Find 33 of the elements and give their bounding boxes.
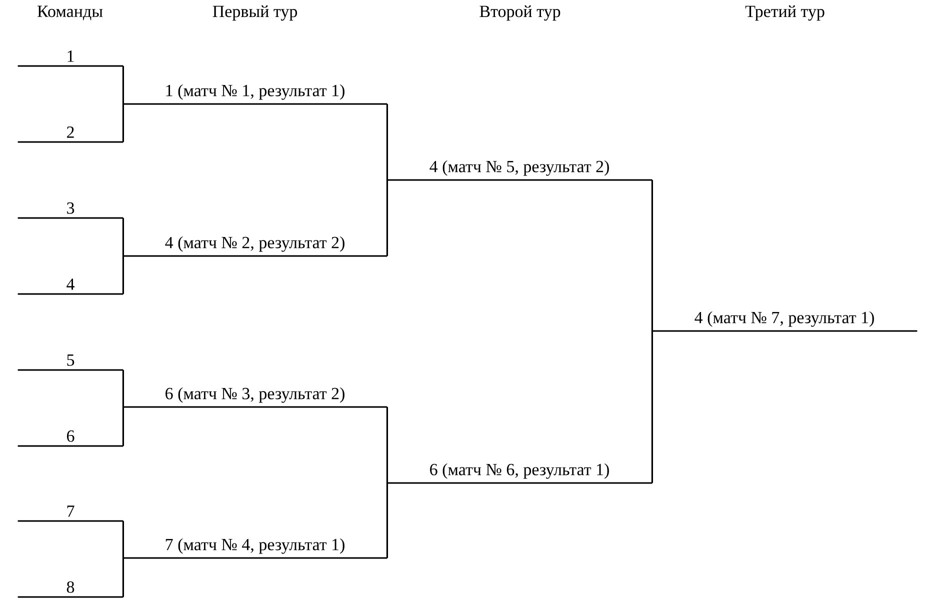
- bracket-connector: [386, 407, 388, 484]
- bracket-connector: [651, 330, 653, 483]
- column-heading: Команды: [37, 6, 103, 20]
- team-slot: 7: [18, 506, 124, 522]
- bracket-connector: [122, 255, 124, 294]
- bracket-connector: [386, 482, 388, 558]
- bracket-connector: [122, 406, 124, 446]
- match-result-slot: 4 (матч № 2, результат 2): [122, 236, 388, 257]
- bracket-connector: [651, 180, 653, 332]
- column-heading: Второй тур: [480, 5, 560, 21]
- match-result-slot: 4 (матч № 7, результат 1): [652, 311, 918, 332]
- column-heading: Первый тур: [212, 5, 297, 21]
- match-result-slot: 6 (матч № 6, результат 1): [386, 463, 652, 484]
- team-slot: 4: [18, 278, 124, 295]
- team-slot: 5: [18, 354, 124, 371]
- bracket-connector: [386, 104, 388, 181]
- match-result-slot: 6 (матч № 3, результат 2): [122, 387, 388, 408]
- team-slot: 2: [18, 126, 124, 143]
- match-result-slot: 7 (матч № 4, результат 1): [122, 538, 388, 559]
- team-slot: 6: [18, 430, 124, 447]
- bracket-connector: [122, 370, 124, 408]
- bracket-connector: [122, 218, 124, 257]
- team-slot: 1: [18, 50, 124, 67]
- bracket-connector: [122, 103, 124, 142]
- match-result-slot: 1 (матч № 1, результат 1): [122, 84, 388, 105]
- column-heading: Третий тур: [745, 5, 824, 21]
- bracket-connector: [122, 557, 124, 597]
- team-slot: 8: [18, 581, 124, 598]
- bracket-connector: [386, 179, 388, 256]
- bracket-connector: [122, 66, 124, 105]
- team-slot: 3: [18, 202, 124, 219]
- match-result-slot: 4 (матч № 5, результат 2): [386, 160, 652, 181]
- bracket-connector: [122, 521, 124, 559]
